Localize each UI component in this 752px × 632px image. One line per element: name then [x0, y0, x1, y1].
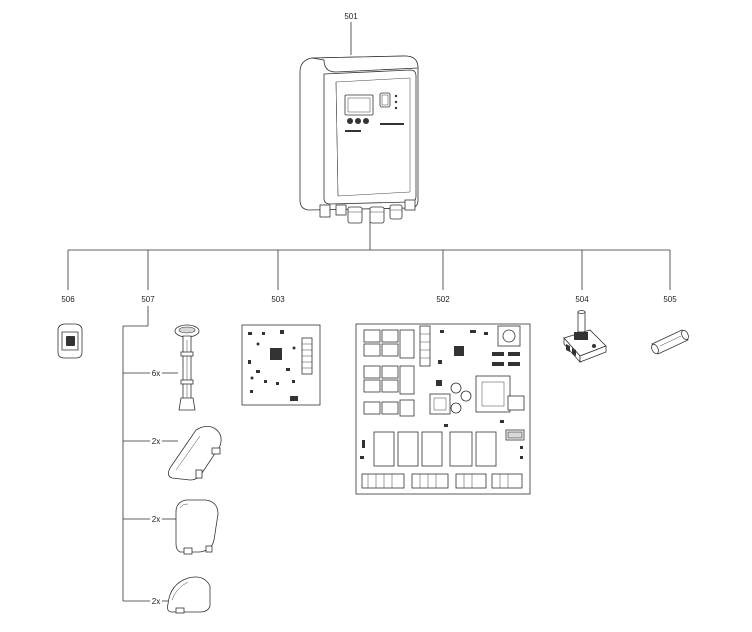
- rocker-switch-part-506: [57, 323, 83, 359]
- cover-part-b: [175, 499, 219, 555]
- part-label-503: 503: [271, 295, 285, 304]
- small-pcb-part-503: [241, 324, 321, 406]
- quantity-label-cover-c: 2x: [152, 597, 160, 606]
- cover-part-a: [168, 426, 222, 481]
- quantity-label-cover-b: 2x: [152, 515, 160, 524]
- part-label-505: 505: [663, 295, 677, 304]
- quantity-label-cover-a: 2x: [152, 437, 160, 446]
- hinge-pin-part-507: [174, 324, 200, 411]
- fuse-part-505: [651, 329, 689, 355]
- control-box-part-501: [299, 55, 419, 224]
- part-label-504: 504: [575, 295, 589, 304]
- part-label-507: 507: [141, 295, 155, 304]
- part-label-506: 506: [61, 295, 75, 304]
- part-label-501: 501: [344, 12, 358, 21]
- connector-lines: [67, 22, 671, 602]
- cover-part-c: [167, 576, 211, 614]
- main-pcb-part-502: [355, 323, 531, 495]
- quantity-label-hinge-pins: 6x: [152, 369, 160, 378]
- part-label-502: 502: [436, 295, 450, 304]
- encoder-module-part-504: [563, 310, 607, 364]
